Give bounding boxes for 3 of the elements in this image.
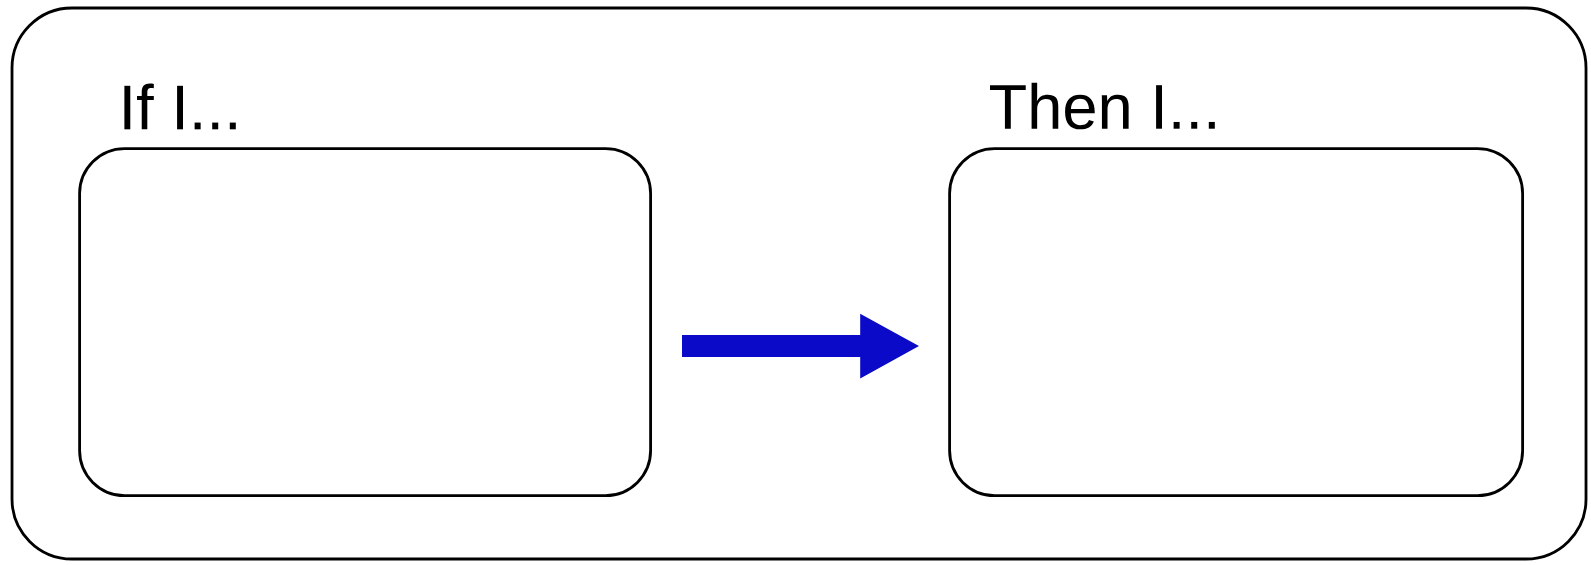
rounded-box-with-heading: Then I... (948, 82, 1524, 497)
frame-box (10, 6, 1588, 561)
rounded-box-with-heading: If I... (78, 83, 652, 497)
